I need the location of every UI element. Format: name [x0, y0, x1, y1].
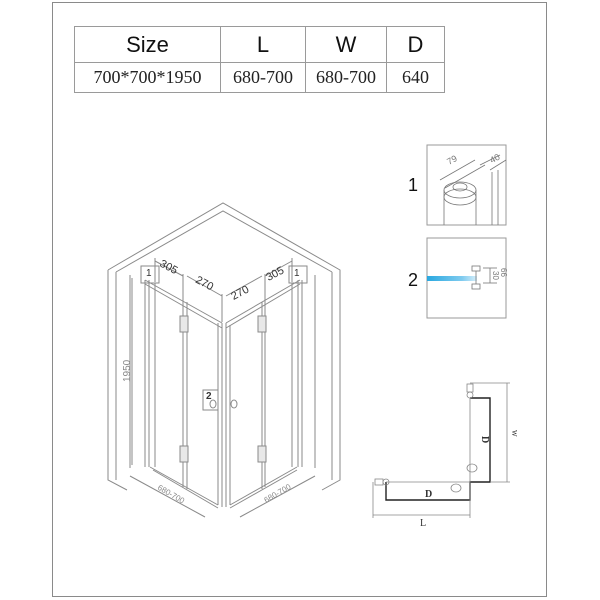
dim-bottom-right: 680-700 [263, 482, 293, 505]
value-d: 640 [386, 62, 445, 93]
detail-2-dim-30: 30 [491, 271, 500, 280]
page-frame [52, 2, 547, 597]
dim-top-left-305: 305 [158, 258, 180, 277]
callout-1-left: 1 [146, 268, 152, 279]
plan-label-w: W [510, 430, 518, 437]
glass-panel-icon [427, 276, 477, 281]
detail-2-drawing: 30 66 [426, 237, 508, 319]
plan-label-l: L [420, 518, 426, 529]
plan-label-d-bottom: D [425, 489, 432, 500]
callout-2: 2 [206, 391, 212, 402]
spec-header-row: Size L W D [74, 26, 445, 63]
detail-1-dim-40: 40 [488, 152, 502, 166]
spec-table: Size L W D 700*700*1950 680-700 680-700 … [74, 26, 445, 93]
header-w: W [305, 26, 387, 63]
spec-value-row: 700*700*1950 680-700 680-700 640 [74, 62, 445, 93]
detail-1-drawing: 79 40 [426, 144, 507, 226]
header-l: L [220, 26, 306, 63]
dim-top-right-270: 270 [229, 284, 251, 303]
detail-1-dim-79: 79 [445, 153, 459, 167]
callout-1-right: 1 [294, 268, 300, 279]
value-size: 700*700*1950 [74, 62, 221, 93]
detail-2-dim-66: 66 [499, 268, 508, 277]
value-l: 680-700 [220, 62, 306, 93]
dim-top-right-305: 305 [264, 265, 286, 284]
plan-view-drawing: L W D D [372, 382, 518, 529]
detail-2-label: 2 [408, 270, 419, 290]
header-d: D [386, 26, 445, 63]
dim-height: 1950 [122, 359, 133, 382]
detail-1-label: 1 [408, 175, 419, 195]
plan-label-d-right: D [479, 436, 490, 443]
value-w: 680-700 [305, 62, 387, 93]
